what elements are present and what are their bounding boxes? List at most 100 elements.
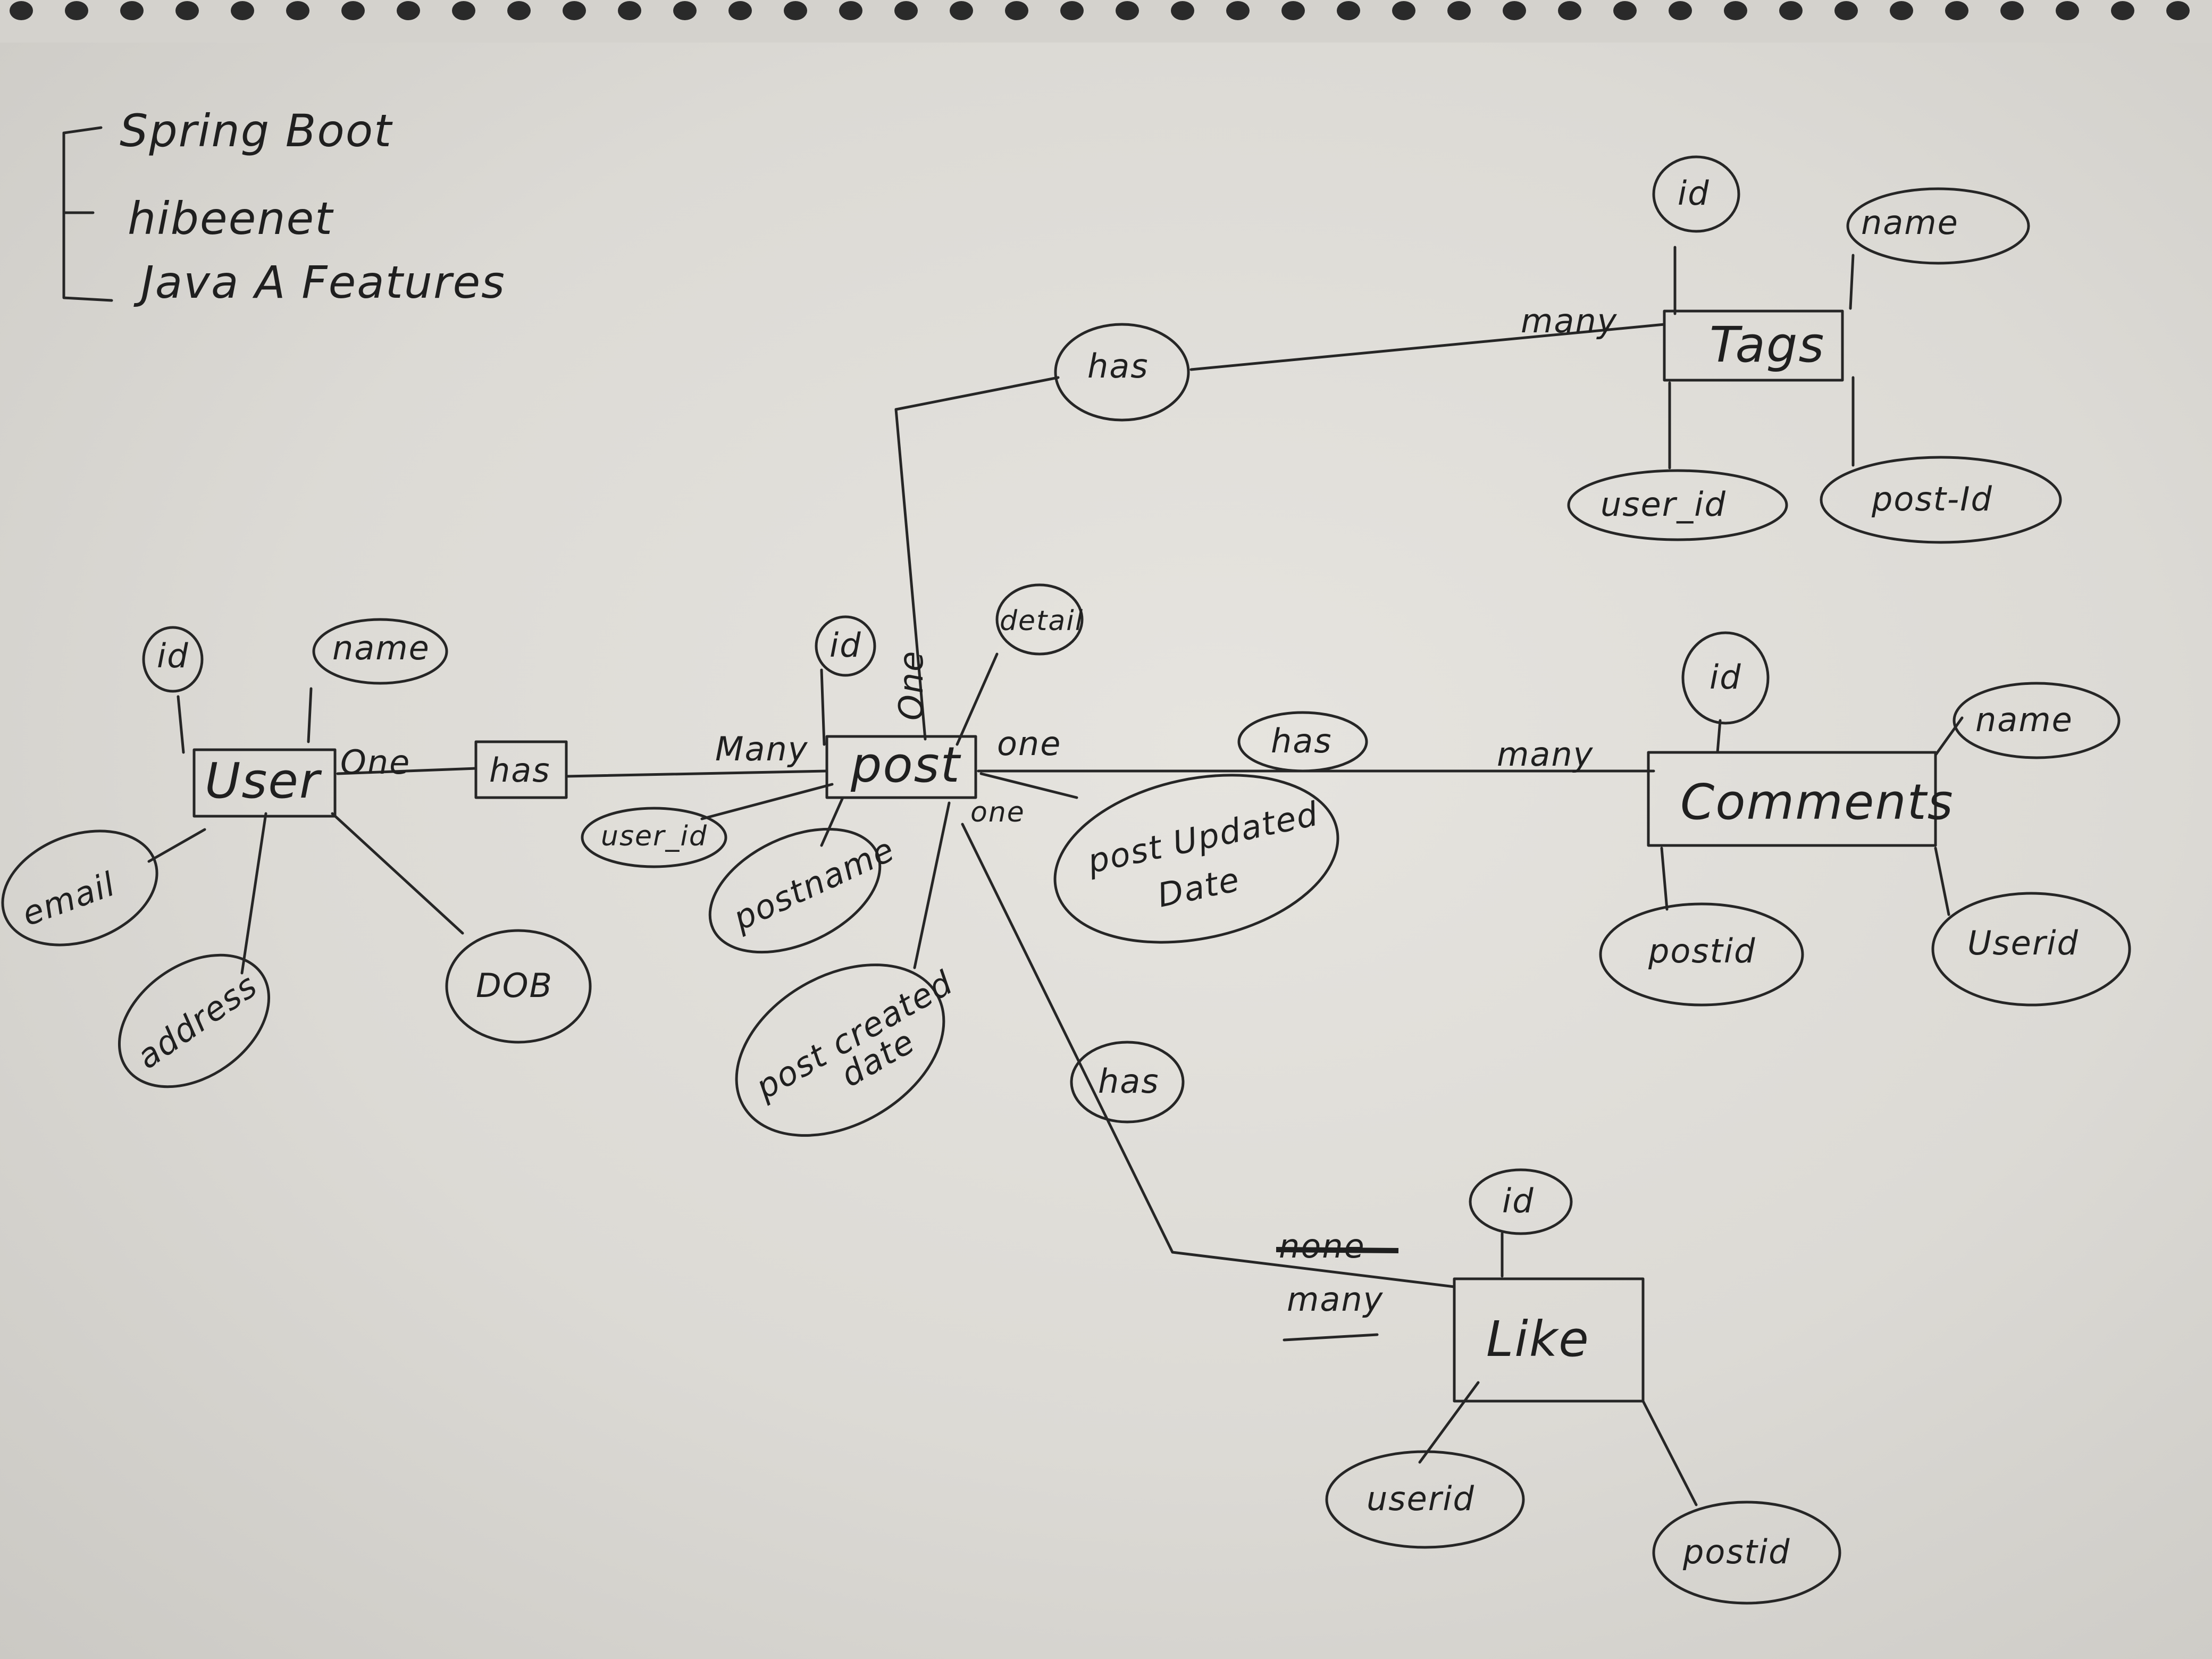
relationship-user-post: has	[474, 740, 568, 799]
binding-hole	[1116, 1, 1139, 20]
note-spring-boot: Spring Boot	[120, 105, 393, 157]
svg-text:name: name	[332, 629, 430, 667]
line-user-name	[307, 687, 313, 743]
svg-text:address: address	[130, 966, 265, 1076]
binding-hole	[452, 1, 475, 20]
line-post-postname	[820, 796, 844, 847]
line-has-tags	[1189, 323, 1666, 371]
svg-text:userid: userid	[1367, 1479, 1475, 1518]
line-comments-id	[1716, 719, 1722, 754]
line-comments-postid	[1660, 847, 1669, 911]
binding-hole	[397, 1, 420, 20]
entity-tags-label: Tags	[1710, 316, 1825, 373]
binding-hole	[286, 1, 309, 20]
line-user-email	[147, 828, 206, 863]
binding-hole	[1945, 1, 1968, 20]
attribute-tags-user-id: user_id	[1567, 469, 1788, 541]
binding-hole	[2056, 1, 2079, 20]
binding-hole	[894, 1, 918, 20]
binding-hole	[120, 1, 144, 20]
attribute-like-id: id	[1469, 1168, 1573, 1235]
svg-text:postname: postname	[727, 830, 901, 938]
line-user-has	[336, 767, 477, 775]
attribute-tags-post-id: post-Id	[1820, 456, 2062, 544]
relationship-post-tags: has	[1054, 323, 1190, 422]
attribute-post-created-date: post created date	[735, 963, 960, 1137]
entity-post: post	[825, 735, 977, 799]
line-post-has-tags	[894, 376, 1060, 741]
relationship-post-like-label: has	[1098, 1062, 1160, 1101]
line-post-detail	[956, 652, 999, 746]
note-hibernate: hibeenet	[128, 192, 334, 245]
cardinality-labels: One Many One many one many one none many	[340, 301, 1616, 1342]
attribute-post-id: id	[815, 615, 876, 677]
svg-text:post-Id: post-Id	[1871, 480, 1993, 518]
attribute-tags-id: id	[1652, 155, 1740, 233]
relationship-post-comments-label: has	[1271, 722, 1333, 760]
line-user-id	[177, 695, 185, 754]
attribute-post-detail: detail	[995, 583, 1084, 656]
line-like-userid	[1418, 1381, 1480, 1464]
attribute-comments-postid: postid	[1599, 902, 1804, 1007]
attribute-tags-name: name	[1846, 187, 2030, 265]
binding-hole	[563, 1, 586, 20]
attribute-user-dob: DOB	[445, 929, 592, 1044]
svg-text:id: id	[830, 626, 862, 665]
binding-hole	[1503, 1, 1526, 20]
svg-text:id: id	[157, 636, 189, 675]
svg-text:id: id	[1710, 658, 1742, 697]
attribute-post-user-id: user_id	[581, 807, 727, 868]
entity-like-label: Like	[1486, 1311, 1590, 1368]
svg-text:detail: detail	[1000, 605, 1084, 637]
card-post-one-tags: One	[892, 650, 931, 720]
entity-post-label: post	[850, 736, 961, 793]
binding-hole	[1337, 1, 1360, 20]
line-user-dob	[331, 812, 464, 935]
binding-hole	[784, 1, 807, 20]
binding-hole	[2166, 1, 2190, 20]
attribute-user-id: id	[142, 626, 204, 693]
underline-like-many	[1283, 1333, 1379, 1342]
attribute-comments-name: name	[1953, 682, 2121, 759]
svg-text:postid: postid	[1648, 932, 1756, 970]
connections	[147, 246, 1964, 1506]
svg-text:Userid: Userid	[1967, 924, 2079, 962]
binding-hole	[1281, 1, 1305, 20]
card-post-one-like: one	[970, 797, 1025, 828]
relationship-user-post-label: has	[489, 751, 551, 790]
svg-text:Date: Date	[1154, 860, 1243, 915]
relationship-post-comments: has	[1237, 711, 1368, 773]
svg-text:user_id: user_id	[1601, 485, 1727, 524]
card-like-many: many	[1287, 1280, 1384, 1319]
svg-text:email: email	[17, 864, 121, 933]
binding-hole	[1613, 1, 1637, 20]
line-post-userid	[700, 783, 834, 820]
svg-text:name: name	[1975, 700, 2073, 739]
binding-hole	[1834, 1, 1858, 20]
binding-hole	[10, 1, 33, 20]
svg-text:id: id	[1678, 174, 1710, 213]
entity-user: User	[192, 748, 337, 818]
card-like-struck-out: none	[1279, 1227, 1365, 1266]
binding-hole	[1447, 1, 1471, 20]
binding-hole	[1226, 1, 1250, 20]
relationship-post-like: has	[1070, 1041, 1185, 1124]
binding-hole	[1171, 1, 1194, 20]
svg-text:postid: postid	[1682, 1532, 1790, 1571]
line-post-has-like	[961, 823, 1456, 1288]
binding-hole	[1392, 1, 1415, 20]
binding-hole	[65, 1, 88, 20]
binding-hole	[2111, 1, 2134, 20]
binding-hole	[1890, 1, 1913, 20]
binding-hole	[950, 1, 973, 20]
entity-user-label: User	[205, 752, 322, 809]
binding-hole	[839, 1, 862, 20]
line-comments-name	[1934, 716, 1964, 757]
binding-hole	[175, 1, 199, 20]
attribute-user-email: email	[1, 830, 158, 946]
relationship-post-tags-label: has	[1087, 347, 1149, 386]
notes-block: Spring Boot hibeenet Java A Features	[62, 105, 505, 308]
attribute-post-updated-date: post Updated Date	[1053, 774, 1339, 944]
